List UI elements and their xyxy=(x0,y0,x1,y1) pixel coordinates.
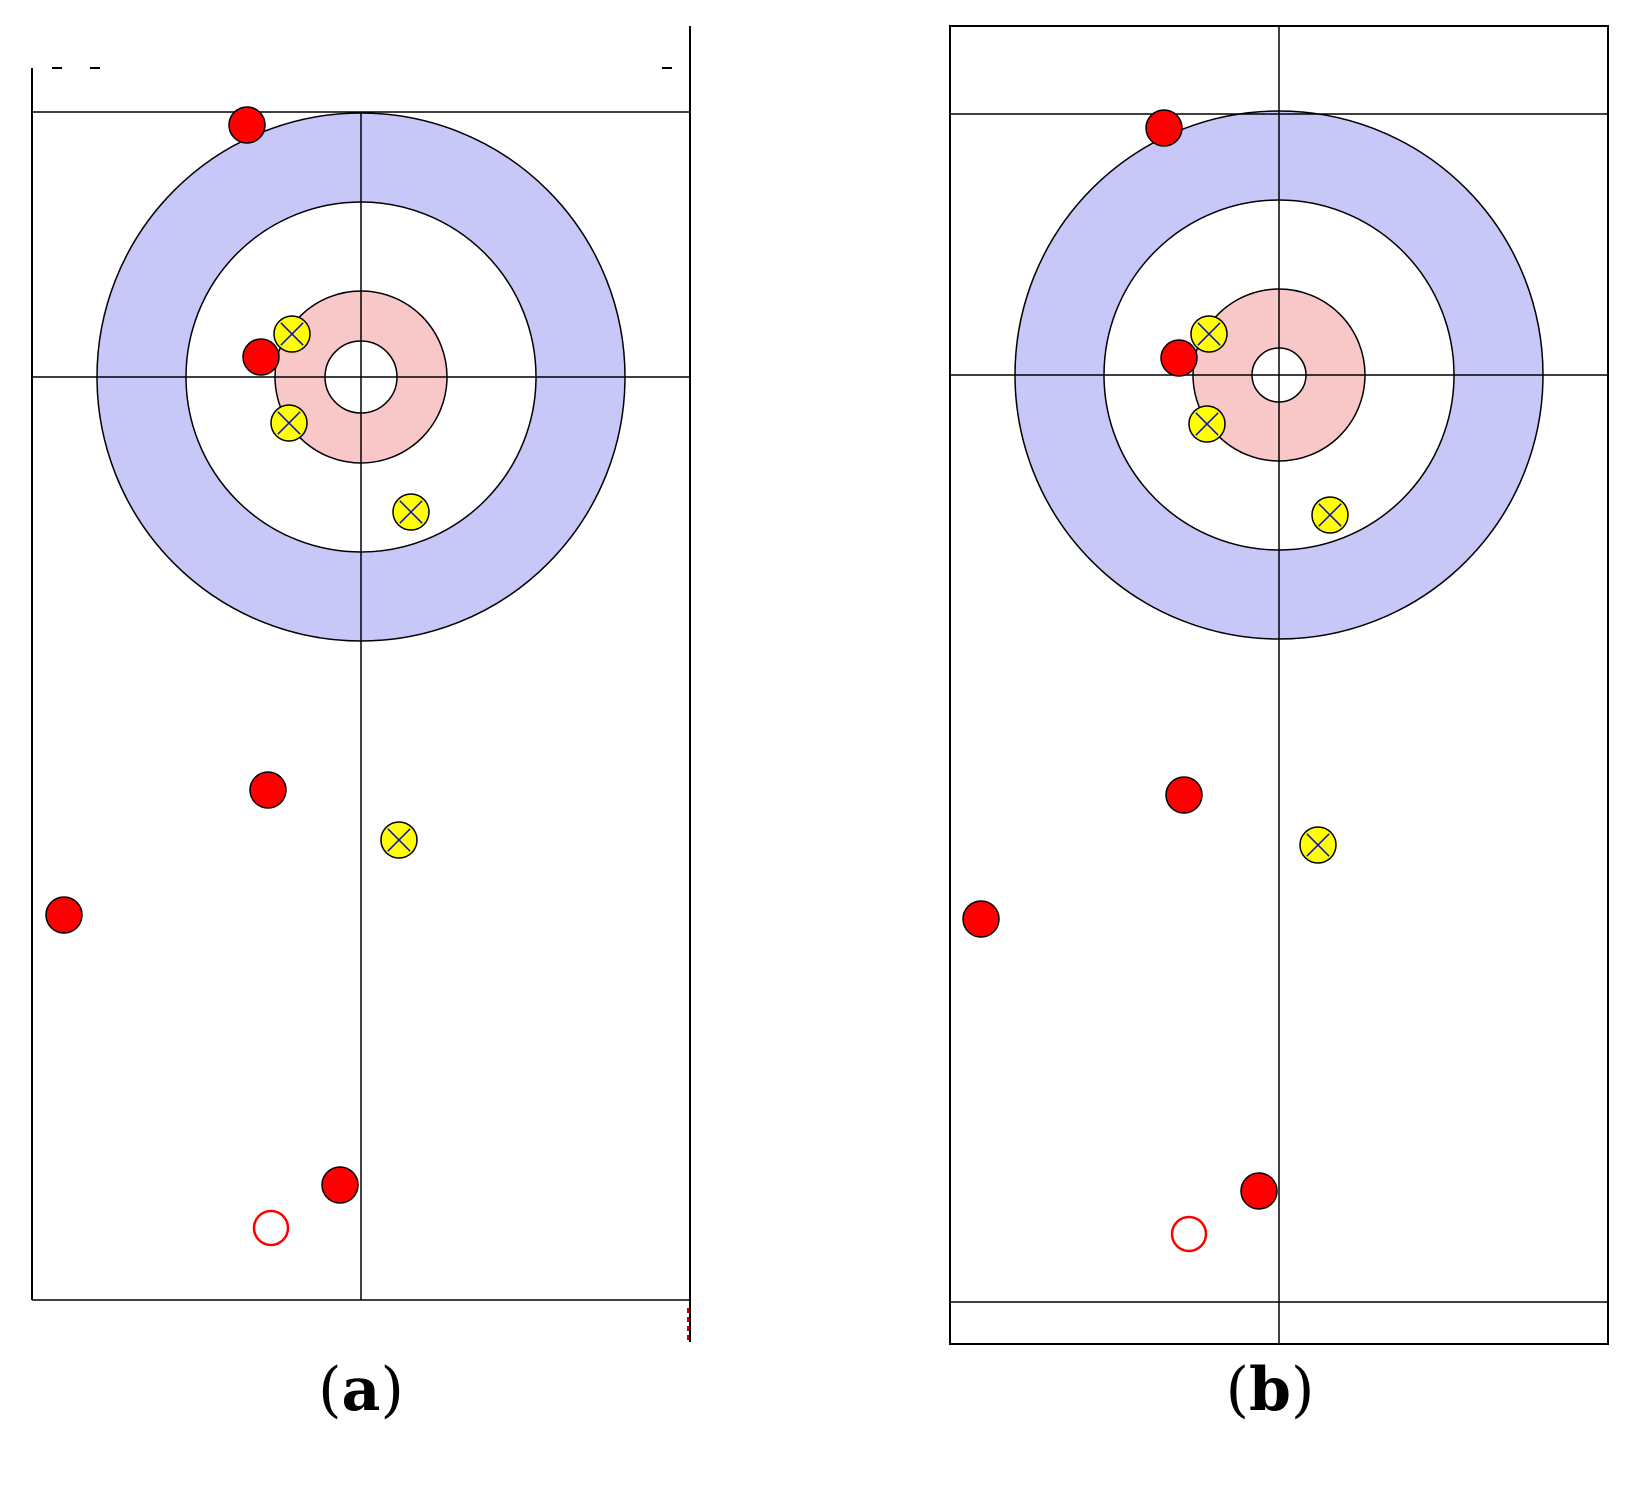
caption-b: (b) xyxy=(1170,1360,1370,1420)
yellow-stone xyxy=(273,315,311,353)
caption-open-paren: ( xyxy=(1225,1355,1250,1425)
stone-cross-mark xyxy=(1306,833,1330,857)
yellow-stone xyxy=(270,404,308,442)
caption-close-paren: ) xyxy=(1290,1355,1315,1425)
caption-letter: b xyxy=(1249,1355,1291,1425)
stone-cross-mark xyxy=(280,322,304,346)
caption-open-paren: ( xyxy=(318,1355,342,1425)
red-stone xyxy=(242,338,280,376)
red-stone xyxy=(45,896,83,934)
red-stone xyxy=(321,1166,359,1204)
red-stone xyxy=(962,900,1000,938)
yellow-stone xyxy=(1311,496,1349,534)
yellow-stone xyxy=(380,821,418,859)
yellow-stone xyxy=(1190,315,1228,353)
red-stone xyxy=(1165,776,1203,814)
hollow-target-stone xyxy=(252,1209,290,1247)
yellow-stone xyxy=(1299,826,1337,864)
panel-a xyxy=(31,26,691,1342)
stone-cross-mark xyxy=(1197,322,1221,346)
stone-cross-mark xyxy=(399,500,423,524)
yellow-stone xyxy=(392,493,430,531)
red-stone xyxy=(1160,339,1198,377)
stone-cross-mark xyxy=(387,828,411,852)
red-stone xyxy=(249,771,287,809)
caption-a: (a) xyxy=(261,1360,461,1420)
caption-close-paren: ) xyxy=(380,1355,404,1425)
red-stone xyxy=(1240,1172,1278,1210)
stone-cross-mark xyxy=(1195,412,1219,436)
hollow-target-stone xyxy=(1170,1215,1208,1253)
yellow-stone xyxy=(1188,405,1226,443)
stones-panel-b xyxy=(962,109,1349,1253)
stone-cross-mark xyxy=(277,411,301,435)
stones-panel-a xyxy=(45,106,430,1247)
stone-cross-mark xyxy=(1318,503,1342,527)
red-stone xyxy=(1145,109,1183,147)
caption-letter: a xyxy=(341,1355,381,1425)
red-stone xyxy=(228,106,266,144)
panel-b xyxy=(949,25,1609,1345)
